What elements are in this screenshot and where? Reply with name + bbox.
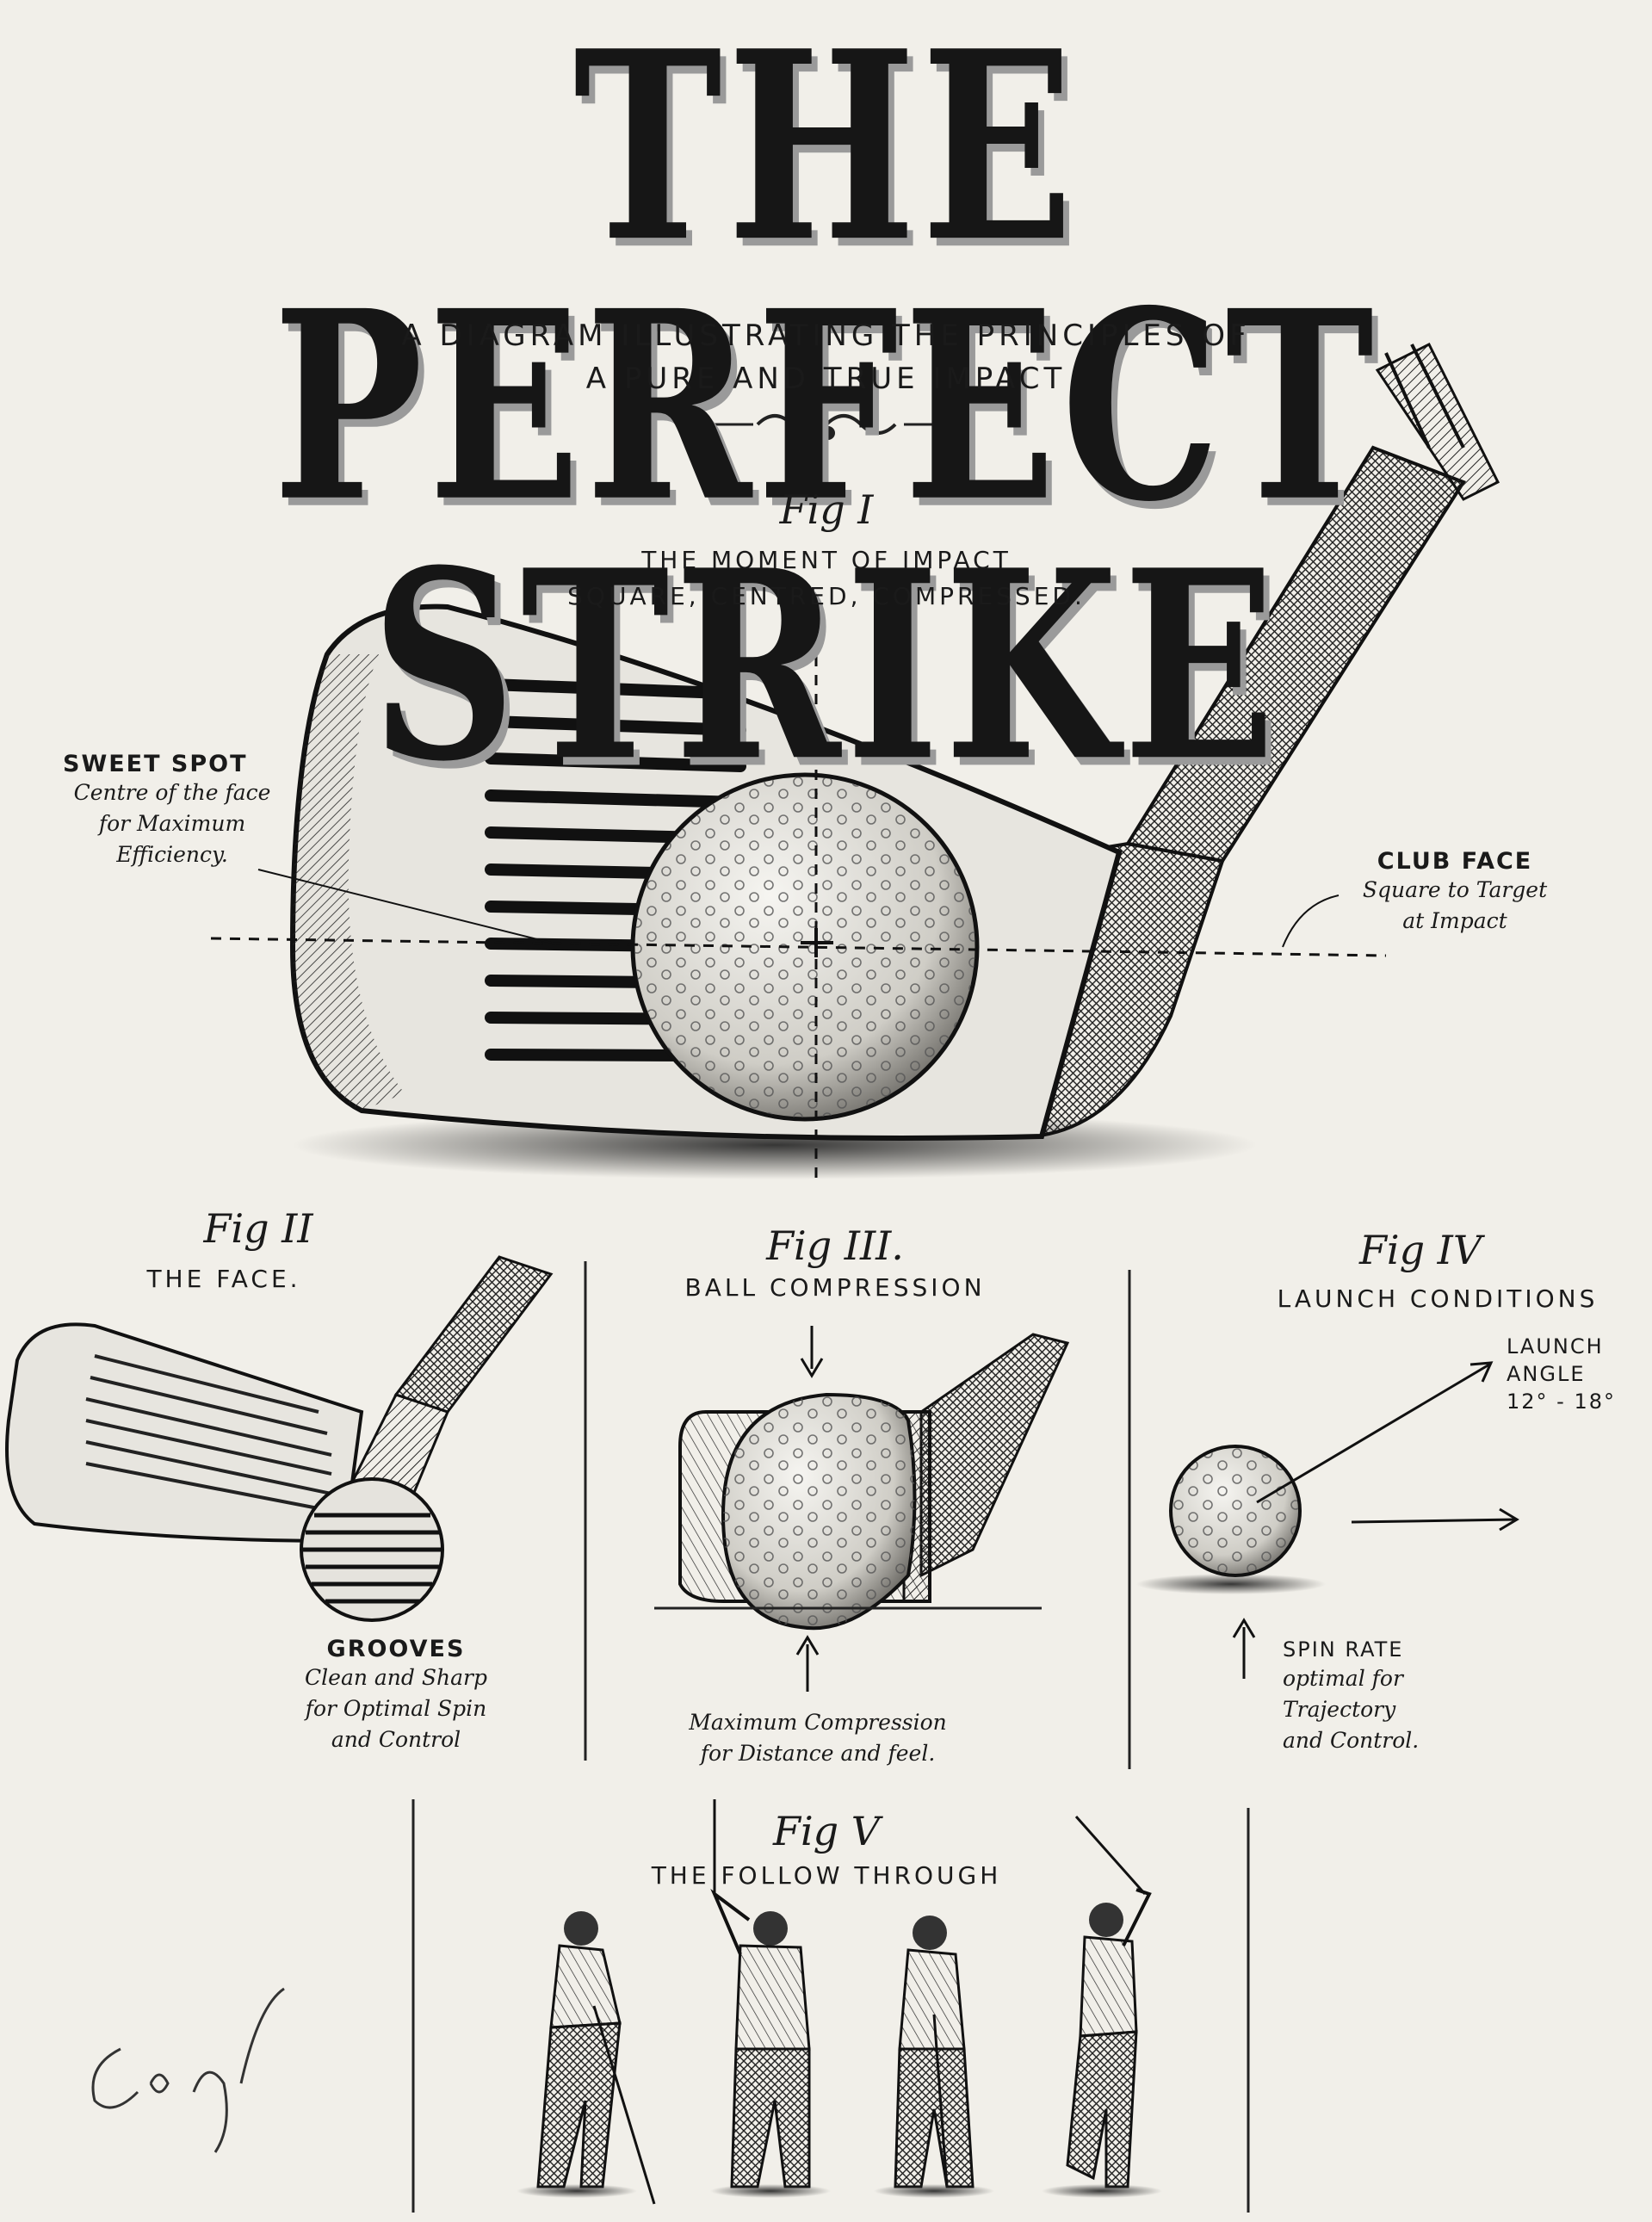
grooves-line-1: Clean and Sharp bbox=[305, 1665, 487, 1690]
launch-line-3: 12° - 18° bbox=[1507, 1390, 1616, 1414]
subtitle-line-1: A DIAGRAM ILLUSTRATING THE PRINCIPLES OF bbox=[401, 319, 1251, 353]
club-face-heading: CLUB FACE bbox=[1377, 848, 1533, 875]
fig1-caption-line-1: THE MOMENT OF IMPACT bbox=[641, 546, 1012, 574]
sweet-spot-heading: SWEET SPOT bbox=[63, 751, 248, 777]
ornament-divider bbox=[684, 414, 973, 440]
spin-line-1: optimal for bbox=[1283, 1666, 1403, 1691]
fig4-illustration bbox=[1136, 1361, 1519, 1679]
spin-line-2: Trajectory bbox=[1283, 1697, 1396, 1722]
fig4-label: Fig IV bbox=[1358, 1227, 1482, 1273]
fig3-caption: BALL COMPRESSION bbox=[684, 1273, 986, 1302]
fig3-illustration bbox=[654, 1326, 1070, 1692]
fig3-label: Fig III. bbox=[766, 1222, 904, 1269]
club-face-line-2: at Impact bbox=[1402, 908, 1507, 933]
spin-rate-note: SPIN RATE optimal for Trajectory and Con… bbox=[1283, 1636, 1507, 1756]
compression-line-2: for Distance and feel. bbox=[700, 1741, 936, 1766]
launch-line-2: ANGLE bbox=[1507, 1362, 1586, 1386]
club-face-note: CLUB FACE Square to Target at Impact bbox=[1343, 848, 1567, 937]
fig1-caption-line-2: SQUARE, CENTRED, COMPRESSED. bbox=[567, 582, 1086, 610]
sweet-spot-line-2: for Maximum bbox=[98, 811, 246, 836]
grooves-line-3: and Control bbox=[331, 1727, 461, 1752]
club-face-line-1: Square to Target bbox=[1362, 877, 1548, 902]
artist-signature bbox=[91, 1987, 285, 2153]
fig1-label: Fig I bbox=[779, 486, 874, 533]
fig4-caption: LAUNCH CONDITIONS bbox=[1277, 1284, 1599, 1313]
fig5-caption: THE FOLLOW THROUGH bbox=[651, 1861, 1002, 1890]
sweet-spot-line-3: Efficiency. bbox=[116, 842, 228, 867]
fig2-label: Fig II bbox=[203, 1205, 313, 1252]
grooves-line-2: for Optimal Spin bbox=[305, 1696, 487, 1721]
fig5-illustration bbox=[517, 1799, 1162, 2205]
compression-line-1: Maximum Compression bbox=[689, 1710, 947, 1735]
fig1-caption: THE MOMENT OF IMPACT SQUARE, CENTRED, CO… bbox=[482, 542, 1171, 615]
sweet-spot-note: SWEET SPOT Centre of the face for Maximu… bbox=[47, 751, 297, 870]
poster-subtitle: A DIAGRAM ILLUSTRATING THE PRINCIPLES OF… bbox=[0, 314, 1652, 400]
compression-note: Maximum Compression for Distance and fee… bbox=[671, 1707, 964, 1769]
spin-line-3: and Control. bbox=[1283, 1728, 1420, 1753]
launch-angle-note: LAUNCH ANGLE 12° - 18° bbox=[1507, 1333, 1627, 1415]
fig2-caption: THE FACE. bbox=[146, 1265, 301, 1293]
poster-title: THE PERFECT STRIKE bbox=[273, 0, 1379, 819]
fig5-label: Fig V bbox=[773, 1808, 880, 1854]
launch-line-1: LAUNCH bbox=[1507, 1334, 1604, 1359]
spin-rate-heading: SPIN RATE bbox=[1283, 1637, 1404, 1662]
sweet-spot-line-1: Centre of the face bbox=[73, 780, 271, 805]
grooves-note: GROOVES Clean and Sharp for Optimal Spin… bbox=[258, 1636, 534, 1755]
grooves-heading: GROOVES bbox=[326, 1636, 466, 1662]
fig1-illustration bbox=[210, 342, 1500, 1179]
subtitle-line-2: A PURE AND TRUE IMPACT bbox=[585, 362, 1067, 396]
fig2-illustration bbox=[5, 1255, 554, 1622]
